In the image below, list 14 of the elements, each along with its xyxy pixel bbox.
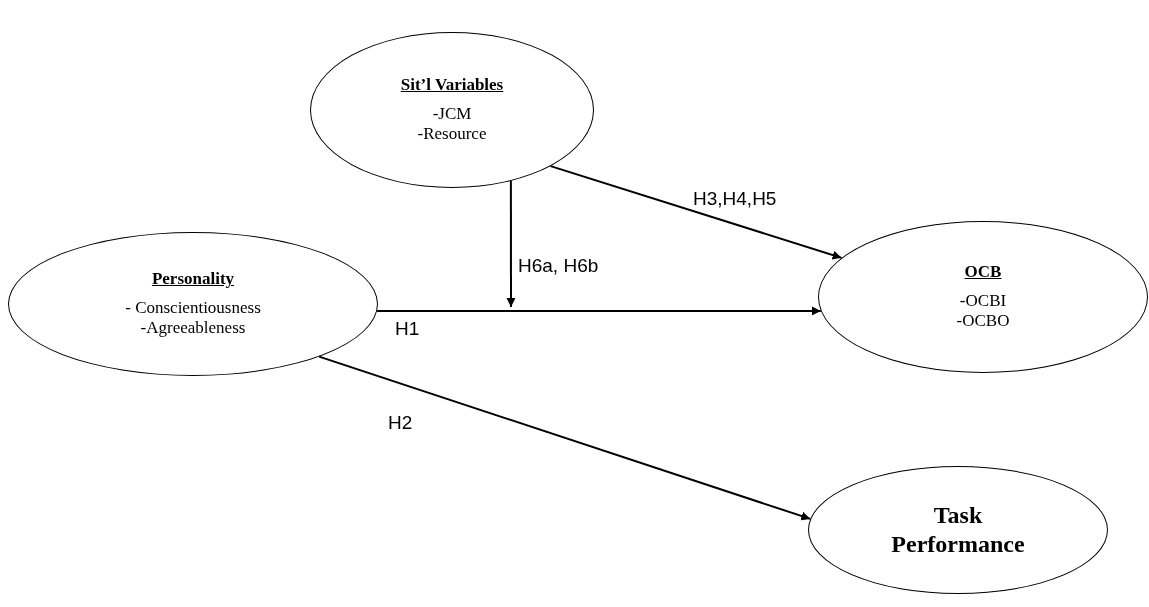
arrow <box>376 306 822 316</box>
node-item: - Conscientiousness <box>125 297 261 319</box>
node-item: -Agreeableness <box>140 318 246 339</box>
node-item: -OCBI <box>959 290 1007 312</box>
node-heading: Task Performance <box>890 501 1026 559</box>
arrow <box>549 165 843 260</box>
node-heading: Personality <box>151 269 235 290</box>
arrow <box>506 180 516 308</box>
node-item: -OCBO <box>956 311 1010 332</box>
node-heading: Sit’l Variables <box>400 75 504 96</box>
node-item: -JCM <box>432 103 472 125</box>
arrow <box>318 355 812 521</box>
node-item: -Resource <box>417 124 487 145</box>
node-heading: OCB <box>964 262 1002 283</box>
